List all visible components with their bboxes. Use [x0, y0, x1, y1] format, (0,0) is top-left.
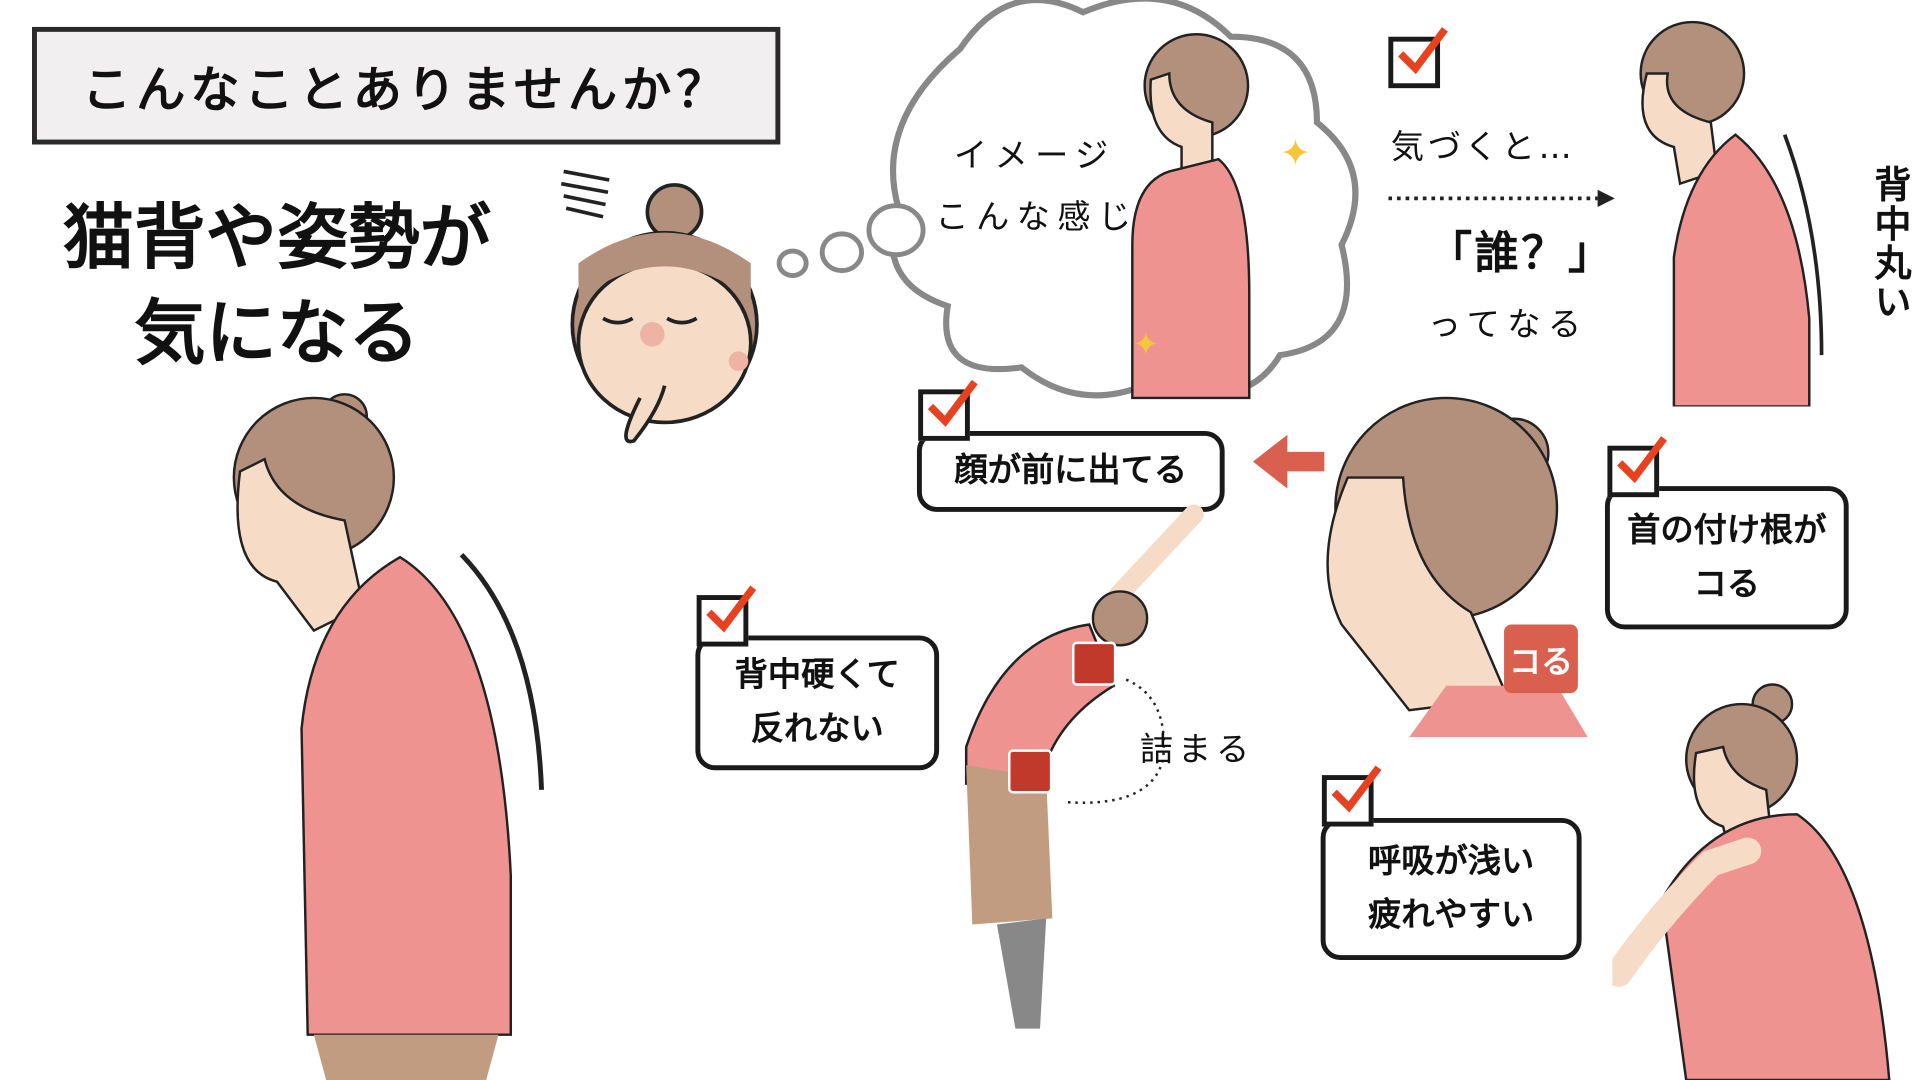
tired-woman-illustration [1612, 683, 1891, 1080]
checkbox-checked [918, 379, 978, 441]
callout-back-stiff: 背中硬くて反れない [695, 635, 940, 771]
callout-line1: 呼吸が浅い [1368, 842, 1535, 881]
thought-line1: イメージ [953, 137, 1116, 176]
callout-neck-stiff: 首の付け根がコる [1604, 486, 1849, 630]
title-box: こんなことありませんか？ [32, 26, 781, 145]
svg-text:✦: ✦ [1280, 131, 1311, 174]
hunched-figure-top-right [1639, 20, 1824, 407]
callout-breathing: 呼吸が浅い疲れやすい [1320, 817, 1582, 961]
svg-text:✦: ✦ [1132, 325, 1159, 363]
realization-line2: 「誰？」 [1427, 228, 1615, 280]
realization-line3: ってなる [1427, 306, 1589, 345]
checkbox-checked [1321, 765, 1382, 827]
checkbox-checked [1388, 27, 1448, 89]
realization-line1: 気づくと… [1390, 128, 1576, 167]
callout-label: 顔が前に出てる [954, 451, 1188, 490]
headline-line1: 猫背や姿勢が [62, 195, 492, 280]
callout-line1: 首の付け根が [1627, 511, 1827, 550]
callout-face-forward: 顔が前に出てる [916, 431, 1225, 512]
dotted-arrow [1388, 189, 1615, 207]
arrow-left-icon [1252, 434, 1325, 489]
checkbox-checked [1607, 436, 1667, 498]
koru-tag: コる [1504, 624, 1578, 694]
callout-line1: 背中硬くて [734, 656, 900, 695]
neck-closeup-illustration [1326, 396, 1588, 738]
checkbox-checked [696, 585, 757, 647]
callout-line2: コる [1693, 565, 1761, 604]
headline-line2: 気になる [134, 291, 420, 375]
vertical-label: 背中丸い [1867, 165, 1911, 323]
standing-figure [232, 393, 545, 1080]
title: こんなことありませんか？ [81, 62, 731, 119]
callout-line2: 疲れやすい [1368, 896, 1535, 935]
thought-cloud: ✦✦ [776, 0, 1359, 400]
tsumaru-label: 詰まる [1139, 731, 1255, 769]
headline: 猫背や姿勢が 気になる [37, 190, 517, 381]
backbend-figure [964, 504, 1204, 1029]
worried-face-illustration [560, 169, 759, 444]
callout-line2: 反れない [750, 710, 884, 749]
thought-line2: こんな感じ [935, 198, 1139, 237]
